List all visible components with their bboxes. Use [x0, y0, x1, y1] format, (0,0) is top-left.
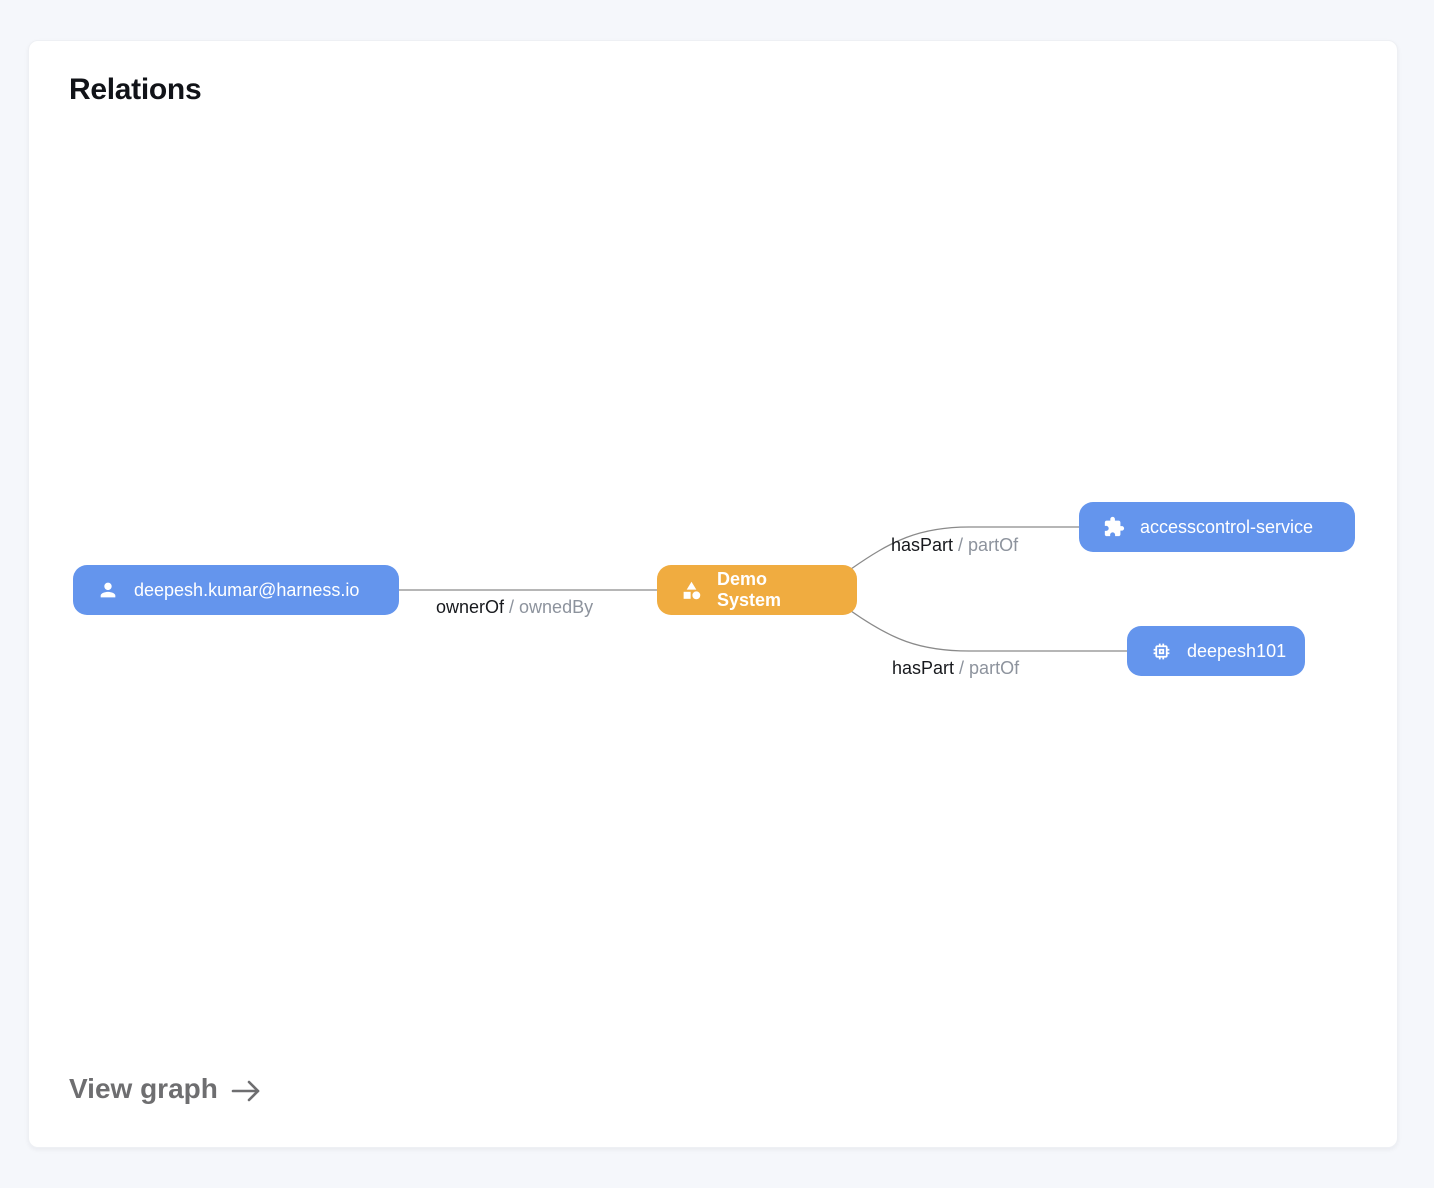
edge-label-haspart-resource: hasPart/ partOf: [892, 658, 1019, 679]
category-icon: [681, 580, 702, 601]
node-label: deepesh.kumar@harness.io: [134, 579, 360, 600]
edge-label-secondary: / ownedBy: [509, 597, 594, 617]
node-accesscontrol-service[interactable]: accesscontrol-service: [1079, 502, 1355, 552]
relations-card: Relations ownerOf/ ownedBy hasPart/ part…: [28, 40, 1398, 1148]
edge-label-primary: ownerOf: [436, 597, 505, 617]
view-graph-label: View graph: [69, 1073, 218, 1104]
node-label: Demo System: [717, 569, 782, 610]
edge-haspart-resource: [850, 610, 1128, 652]
edge-label-secondary: / partOf: [959, 658, 1020, 678]
graph-edges: [398, 526, 1128, 652]
extension-icon: [1103, 516, 1125, 538]
node-label: accesscontrol-service: [1140, 516, 1314, 537]
edge-label-primary: hasPart: [892, 658, 955, 678]
edge-haspart-service: [850, 526, 1080, 570]
edge-label-secondary: / partOf: [958, 535, 1019, 555]
relations-graph: ownerOf/ ownedBy hasPart/ partOf hasPart…: [29, 41, 1399, 1149]
card-title: Relations: [69, 73, 202, 106]
node-label: deepesh101: [1187, 640, 1287, 661]
person-icon: [97, 579, 119, 601]
memory-icon: [1151, 641, 1172, 662]
node-deepesh101[interactable]: deepesh101: [1127, 626, 1305, 676]
arrow-right-icon: [230, 1075, 262, 1104]
edge-label-haspart-service: hasPart/ partOf: [891, 535, 1018, 556]
node-user[interactable]: deepesh.kumar@harness.io: [73, 565, 399, 615]
edge-label-primary: hasPart: [891, 535, 954, 555]
node-demo-system[interactable]: Demo System: [657, 565, 857, 615]
edge-label-ownerof: ownerOf/ ownedBy: [436, 597, 593, 618]
view-graph-link[interactable]: View graph: [69, 1073, 262, 1105]
